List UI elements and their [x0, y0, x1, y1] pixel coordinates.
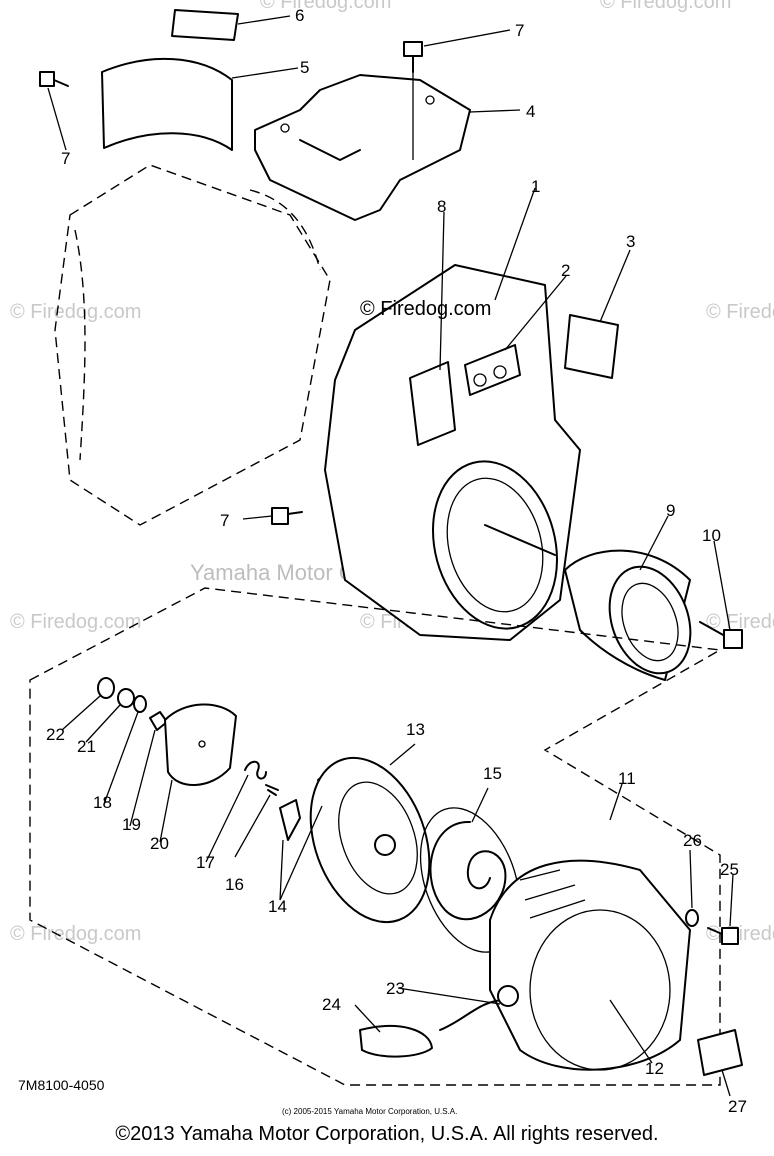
part-23-rope	[439, 999, 506, 1031]
part-number-10: 10	[702, 526, 721, 545]
part-4-cover	[254, 74, 471, 221]
watermark-left-1: © Firedog.com	[10, 301, 141, 323]
part-11-assembly-box	[29, 587, 723, 1086]
part-18-washer	[133, 695, 147, 713]
part-13-pulley	[309, 756, 431, 924]
part-number-25: 25	[720, 860, 739, 879]
watermark-top-2: © Firedog.com	[600, 0, 731, 13]
part-number-7-mid: 7	[220, 511, 229, 530]
part-number-4: 4	[526, 102, 535, 121]
center-watermark: © Firedog.com	[360, 298, 491, 320]
part-15-spring	[429, 820, 507, 921]
part-2-decal	[464, 344, 521, 396]
watermark-top-1: © Firedog.com	[260, 0, 391, 13]
part-24-handle	[359, 1025, 433, 1058]
part-26-washer	[685, 909, 699, 927]
part-number-7-left: 7	[61, 149, 70, 168]
part-21-washer	[117, 688, 135, 708]
diagram-code: 7M8100-4050	[18, 1077, 105, 1093]
part-7-bolt-mid	[271, 507, 303, 525]
watermark-left-3: © Firedog.com	[10, 923, 141, 945]
watermark-right-3: © Firedog.com	[706, 923, 774, 945]
part-number-24: 24	[322, 995, 341, 1014]
part-number-14: 14	[268, 897, 287, 916]
part-number-13: 13	[406, 720, 425, 739]
part-number-3: 3	[626, 232, 635, 251]
part-number-18: 18	[93, 793, 112, 812]
part-6-label	[171, 9, 239, 41]
part-number-2: 2	[561, 261, 570, 280]
part-5-cover	[101, 57, 233, 151]
part-20-plate	[164, 703, 237, 786]
part-number-21: 21	[77, 737, 96, 756]
part-number-26: 26	[683, 831, 702, 850]
part-7-bolt-left	[39, 71, 69, 87]
part-number-5: 5	[300, 58, 309, 77]
part-17-spring	[244, 760, 267, 780]
small-copyright: (c) 2005-2015 Yamaha Motor Corporation, …	[282, 1107, 457, 1116]
part-16-pin	[265, 784, 279, 796]
part-number-16: 16	[225, 875, 244, 894]
part-8-decal	[409, 361, 456, 446]
part-14-pawl-a	[279, 799, 301, 841]
part-number-22: 22	[46, 725, 65, 744]
part-25-bolt	[707, 927, 739, 945]
watermark-right-1: © Firedog.com	[706, 301, 774, 323]
part-10-bolt	[699, 621, 743, 649]
part-numbers: 6 5 4 7 7 7 1 2 3 8 9 10 11 12 13 14 15 …	[46, 6, 747, 1116]
part-number-6: 6	[295, 6, 304, 25]
part-number-7-top: 7	[515, 21, 524, 40]
part-number-23: 23	[386, 979, 405, 998]
engine-outline	[54, 164, 331, 526]
watermark-right-2: © Firedog.com	[706, 611, 774, 633]
watermark-left-2: © Firedog.com	[10, 611, 141, 633]
part-number-12: 12	[645, 1059, 664, 1078]
part-27-decal	[697, 1029, 743, 1076]
part-12-case	[489, 859, 691, 1071]
part-number-20: 20	[150, 834, 169, 853]
part-3-label	[564, 314, 619, 379]
part-number-8: 8	[437, 197, 446, 216]
part-number-9: 9	[666, 501, 675, 520]
part-22-nut	[97, 677, 115, 699]
part-7-bolt-top	[403, 41, 423, 160]
part-number-1: 1	[531, 177, 540, 196]
part-number-17: 17	[196, 853, 215, 872]
part-number-27: 27	[728, 1097, 747, 1116]
part-number-15: 15	[483, 764, 502, 783]
leader-lines	[47, 15, 734, 1097]
part-number-11: 11	[618, 769, 636, 788]
part-number-19: 19	[122, 815, 141, 834]
footer-copyright: ©2013 Yamaha Motor Corporation, U.S.A. A…	[115, 1123, 659, 1145]
